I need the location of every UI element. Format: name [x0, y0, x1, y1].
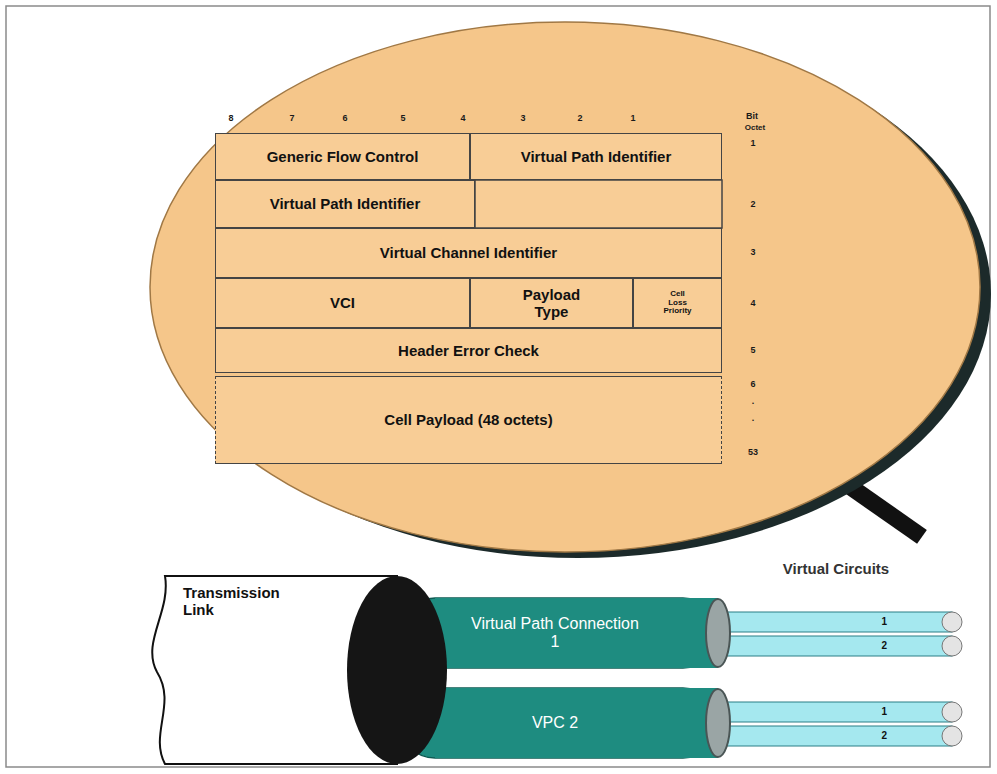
octet-number: 2	[750, 199, 755, 209]
bit-number: 1	[630, 113, 635, 123]
octet-number: 6	[750, 379, 755, 389]
bit-number: 3	[520, 113, 525, 123]
field-name: Virtual Path Identifier	[521, 148, 672, 165]
bit-number: 4	[460, 113, 465, 123]
field-name: Virtual Path Identifier	[270, 195, 421, 212]
payload-field: Cell Payload (48 octets)	[215, 376, 722, 464]
bit-number: 8	[228, 113, 233, 123]
tube-end	[706, 689, 730, 757]
octet-number: 1	[750, 138, 755, 148]
link-name: Transmission Link	[183, 584, 303, 619]
group-caption: Virtual Circuits	[783, 560, 889, 577]
octet-number: .	[752, 396, 755, 406]
field-name: Cell Loss Priority	[661, 290, 695, 315]
circuit-number: 2	[881, 640, 887, 652]
header-field: Virtual Path Identifier	[470, 133, 722, 180]
bit-number: Bit	[746, 111, 758, 121]
circuit-outline	[722, 701, 962, 723]
circuit-end	[942, 726, 962, 746]
field-name: Virtual Channel Identifier	[380, 244, 557, 261]
circuit-number: 2	[881, 730, 887, 742]
circuit-number: 1	[881, 616, 887, 628]
circuit-body	[722, 702, 952, 722]
virtual-circuit: 1	[722, 701, 962, 723]
virtual-circuit: 2	[722, 635, 962, 657]
field-name: Payload Type	[512, 286, 592, 321]
octet-number: .	[752, 413, 755, 423]
bit-number: 5	[400, 113, 405, 123]
circuit-body	[722, 726, 952, 746]
circuit-outline	[722, 635, 962, 657]
cable-end-face	[347, 576, 447, 764]
octet-number: Octet	[745, 123, 765, 132]
bit-number: 2	[577, 113, 582, 123]
circuit-outline	[722, 725, 962, 747]
circuit-outline	[722, 611, 962, 633]
tube-outline	[400, 598, 730, 668]
picture-frame	[6, 6, 990, 767]
link-name: Virtual Path Connection 1	[470, 615, 640, 652]
circuit-number: 1	[881, 706, 887, 718]
link-name: VPC 2	[532, 714, 578, 732]
field-name: VCI	[330, 294, 355, 311]
virtual-path-connection: 12Virtual Path Connection 1	[400, 598, 730, 668]
header-field: Generic Flow Control	[215, 133, 470, 180]
octet-number: 5	[750, 345, 755, 355]
header-field: Virtual Channel Identifier	[215, 228, 722, 278]
bit-number: 6	[342, 113, 347, 123]
circuit-end	[942, 636, 962, 656]
tube-body	[435, 598, 718, 668]
octet-number: 4	[750, 298, 755, 308]
virtual-circuit: 2	[722, 725, 962, 747]
tube-body	[435, 688, 718, 758]
circuit-body	[722, 612, 952, 632]
transmission-link: 12Virtual Path Connection 112VPC 2Transm…	[135, 572, 435, 768]
cable-outline	[135, 572, 435, 768]
tube-body	[400, 688, 718, 758]
circuit-end	[942, 612, 962, 632]
bit-number: 7	[289, 113, 294, 123]
virtual-circuit: 1	[722, 611, 962, 633]
circuit-body	[722, 636, 952, 656]
empty-cell	[475, 180, 722, 228]
virtual-path-connection: 12VPC 2	[400, 688, 730, 758]
circuit-end	[942, 702, 962, 722]
header-field: Header Error Check	[215, 328, 722, 373]
field-name: Cell Payload (48 octets)	[384, 411, 552, 428]
octet-number: 3	[750, 247, 755, 257]
octet-number: 53	[748, 447, 758, 457]
header-field: VCI	[215, 278, 470, 328]
header-field: Cell Loss Priority	[633, 278, 722, 328]
magnifier-lens	[150, 22, 980, 552]
tube-end	[706, 599, 730, 667]
header-field: Payload Type	[470, 278, 633, 328]
header-field: Virtual Path Identifier	[215, 180, 475, 228]
field-name: Header Error Check	[398, 342, 539, 359]
field-name: Generic Flow Control	[267, 148, 419, 165]
tube-body	[400, 598, 718, 668]
